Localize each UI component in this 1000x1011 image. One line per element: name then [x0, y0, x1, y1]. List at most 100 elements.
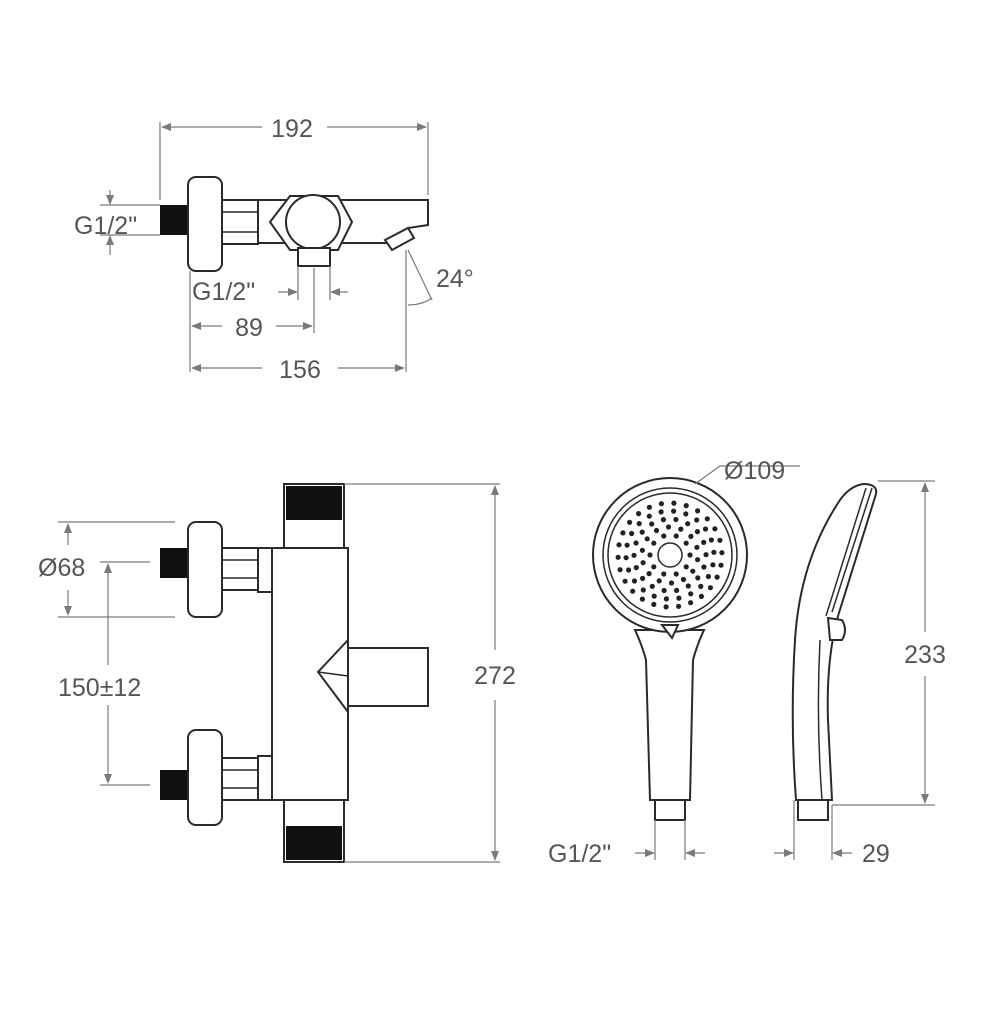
nozzle	[710, 562, 716, 568]
nozzle	[639, 596, 646, 602]
dim-156: 156	[279, 356, 321, 384]
nozzle	[695, 575, 701, 581]
nozzle	[683, 511, 689, 517]
nozzle	[695, 557, 701, 563]
top-outlet	[297, 247, 331, 267]
shower-side-body	[791, 482, 878, 801]
nozzle	[712, 526, 718, 532]
nozzle	[668, 580, 675, 586]
nozzle	[644, 536, 650, 542]
mixer-bottom-grip	[286, 826, 342, 860]
lower-escutcheon	[187, 729, 223, 826]
nozzle	[694, 517, 700, 523]
nozzle	[622, 578, 628, 584]
nozzle	[705, 573, 712, 580]
lower-inlet-thread	[160, 770, 188, 800]
shower-head-face	[607, 492, 733, 618]
nozzle	[660, 517, 667, 523]
nozzle	[714, 574, 720, 580]
nozzle	[673, 516, 679, 523]
nozzle	[630, 588, 636, 594]
nozzle	[647, 552, 653, 558]
nozzle	[617, 567, 623, 573]
shower-front-view: Ø109 G1/2"	[548, 457, 800, 868]
nozzle	[658, 509, 664, 515]
nozzle	[676, 603, 682, 609]
nozzle	[636, 510, 642, 517]
nozzle	[636, 521, 642, 527]
nozzle	[627, 519, 633, 525]
nozzle	[649, 583, 655, 589]
nozzle	[639, 529, 645, 535]
nozzle	[624, 542, 630, 548]
nozzle	[687, 552, 693, 558]
shower-side-button	[826, 616, 846, 641]
top-view: 192 G1/2" G1/2" 24° 89 156	[74, 115, 474, 384]
shower-connector	[654, 799, 686, 821]
dim-shower-head-diameter: Ø109	[724, 457, 785, 485]
nozzle	[680, 576, 687, 583]
dim-272: 272	[474, 662, 516, 690]
nozzle	[719, 550, 725, 556]
nozzle	[688, 533, 694, 540]
dim-shower-thread: G1/2"	[548, 840, 611, 868]
dim-escutcheon-diameter: Ø68	[38, 554, 85, 582]
nozzle	[661, 571, 667, 577]
front-view: Ø68 150±12 272	[38, 483, 516, 863]
dim-shower-length: 233	[904, 641, 946, 669]
nozzle	[651, 601, 657, 608]
nozzle	[665, 524, 672, 530]
top-escutcheon	[187, 176, 223, 272]
nozzle	[671, 508, 677, 514]
dim-89: 89	[235, 314, 263, 342]
shower-handle	[633, 629, 706, 801]
shower-head-outer	[592, 477, 748, 633]
nozzle	[694, 544, 700, 550]
upper-escutcheon	[187, 521, 223, 618]
nozzle	[676, 595, 682, 601]
nozzle	[673, 533, 679, 539]
nozzle	[661, 587, 667, 594]
nozzle	[685, 521, 691, 527]
shower-side-view: 233 29	[774, 480, 946, 868]
nozzle	[640, 575, 646, 582]
nozzle	[663, 596, 670, 602]
shower-side-connector	[797, 799, 829, 821]
nozzle	[702, 526, 709, 532]
nozzle	[639, 547, 646, 553]
dim-top-inlet-thread: G1/2"	[74, 212, 137, 240]
dim-inlet-spacing: 150±12	[58, 674, 141, 702]
nozzle	[688, 591, 694, 597]
nozzle	[658, 501, 665, 507]
top-nut	[221, 199, 259, 245]
top-handle-knob	[285, 194, 341, 250]
nozzle	[620, 530, 626, 536]
dim-spout-angle: 24°	[436, 265, 474, 293]
nozzle	[690, 568, 696, 574]
nozzle	[623, 555, 629, 561]
nozzle	[701, 564, 707, 570]
nozzle	[673, 571, 679, 577]
nozzle	[718, 562, 724, 568]
mixer-top-grip	[286, 486, 342, 520]
dim-handle-depth: 29	[862, 840, 890, 868]
nozzle	[631, 552, 637, 558]
nozzle	[626, 567, 632, 573]
nozzle	[711, 549, 717, 555]
nozzle	[717, 537, 723, 543]
mixer-spout	[347, 647, 429, 707]
nozzle	[631, 578, 638, 584]
nozzle	[646, 571, 652, 577]
nozzle	[633, 565, 639, 571]
lower-nut	[221, 757, 259, 801]
nozzle	[683, 503, 689, 509]
nozzle	[698, 583, 704, 590]
nozzle	[708, 537, 715, 543]
nozzle	[663, 604, 669, 610]
nozzle	[649, 521, 655, 527]
shower-nozzles	[615, 500, 725, 610]
nozzle	[656, 578, 662, 584]
nozzle	[694, 529, 701, 535]
nozzle	[615, 554, 621, 560]
